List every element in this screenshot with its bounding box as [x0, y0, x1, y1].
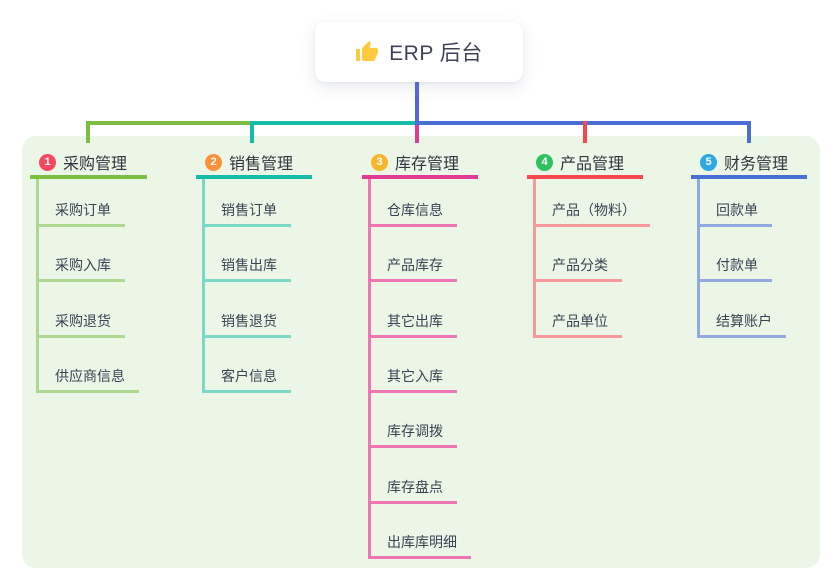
- child-node[interactable]: 销售退货: [202, 310, 291, 338]
- trunk-segment-green: [87, 121, 252, 125]
- branch-spine-4: [533, 177, 536, 338]
- branch-node-2[interactable]: 2 销售管理: [196, 149, 312, 179]
- child-node-label: 采购入库: [55, 257, 111, 273]
- child-node-label: 产品（物料）: [552, 202, 636, 218]
- connector-drop-3: [415, 125, 419, 143]
- child-node[interactable]: 出库库明细: [368, 531, 471, 559]
- child-node-label: 其它入库: [387, 368, 443, 384]
- branch-badge-2: 2: [205, 153, 222, 171]
- child-node[interactable]: 采购订单: [36, 199, 125, 227]
- branch-spine-5: [697, 177, 700, 338]
- branches-panel: [22, 136, 820, 568]
- branch-title-2: 销售管理: [229, 156, 294, 173]
- child-node[interactable]: 产品（物料）: [533, 199, 650, 227]
- branch-node-5[interactable]: 5 财务管理: [691, 149, 807, 179]
- child-node[interactable]: 回款单: [697, 199, 772, 227]
- child-node[interactable]: 产品库存: [368, 254, 457, 282]
- child-node-label: 库存盘点: [387, 479, 443, 495]
- child-node[interactable]: 销售出库: [202, 254, 291, 282]
- root-node[interactable]: ERP 后台: [315, 22, 523, 82]
- child-node[interactable]: 采购入库: [36, 254, 125, 282]
- child-node[interactable]: 库存调拨: [368, 420, 457, 448]
- child-node[interactable]: 仓库信息: [368, 199, 457, 227]
- child-node[interactable]: 供应商信息: [36, 365, 139, 393]
- child-node-label: 销售退货: [221, 313, 277, 329]
- branch-badge-5: 5: [700, 153, 717, 171]
- branch-spine-2: [202, 177, 205, 393]
- connector-drop-4: [583, 121, 587, 143]
- child-node[interactable]: 其它出库: [368, 310, 457, 338]
- root-title: ERP 后台: [389, 42, 483, 65]
- branch-title-4: 产品管理: [560, 156, 625, 173]
- branch-title-5: 财务管理: [724, 156, 789, 173]
- child-node[interactable]: 销售订单: [202, 199, 291, 227]
- branch-spine-3: [368, 177, 371, 559]
- branch-node-3[interactable]: 3 库存管理: [362, 149, 478, 179]
- child-node-label: 回款单: [716, 202, 758, 218]
- branch-title-1: 采购管理: [63, 156, 128, 173]
- child-node[interactable]: 结算账户: [697, 310, 786, 338]
- child-node-label: 产品分类: [552, 257, 608, 273]
- child-node-label: 付款单: [716, 257, 758, 273]
- branch-node-4[interactable]: 4 产品管理: [527, 149, 643, 179]
- connector-drop-2: [250, 121, 254, 143]
- child-node-label: 结算账户: [716, 313, 772, 329]
- branch-title-3: 库存管理: [395, 156, 460, 173]
- connector-drop-1: [86, 121, 90, 143]
- branch-badge-1: 1: [39, 153, 56, 171]
- branch-node-1[interactable]: 1 采购管理: [30, 149, 147, 179]
- trunk-segment-teal: [252, 121, 415, 125]
- branch-spine-1: [36, 177, 39, 393]
- child-node-label: 产品单位: [552, 313, 608, 329]
- root-connector-line: [415, 82, 419, 125]
- thumbs-up-icon: [356, 41, 379, 61]
- child-node-label: 供应商信息: [55, 368, 125, 384]
- child-node[interactable]: 其它入库: [368, 365, 457, 393]
- child-node-label: 采购订单: [55, 202, 111, 218]
- child-node-label: 出库库明细: [387, 534, 457, 550]
- child-node-label: 采购退货: [55, 313, 111, 329]
- child-node-label: 销售出库: [221, 257, 277, 273]
- child-node[interactable]: 产品单位: [533, 310, 622, 338]
- child-node[interactable]: 付款单: [697, 254, 772, 282]
- connector-drop-5: [747, 121, 751, 143]
- branch-badge-4: 4: [536, 153, 553, 171]
- branch-badge-3: 3: [371, 153, 388, 171]
- child-node-label: 销售订单: [221, 202, 277, 218]
- child-node[interactable]: 客户信息: [202, 365, 291, 393]
- child-node-label: 仓库信息: [387, 202, 443, 218]
- child-node-label: 客户信息: [221, 368, 277, 384]
- child-node-label: 产品库存: [387, 257, 443, 273]
- child-node[interactable]: 库存盘点: [368, 476, 457, 504]
- child-node-label: 库存调拨: [387, 423, 443, 439]
- child-node[interactable]: 产品分类: [533, 254, 622, 282]
- child-node-label: 其它出库: [387, 313, 443, 329]
- child-node[interactable]: 采购退货: [36, 310, 125, 338]
